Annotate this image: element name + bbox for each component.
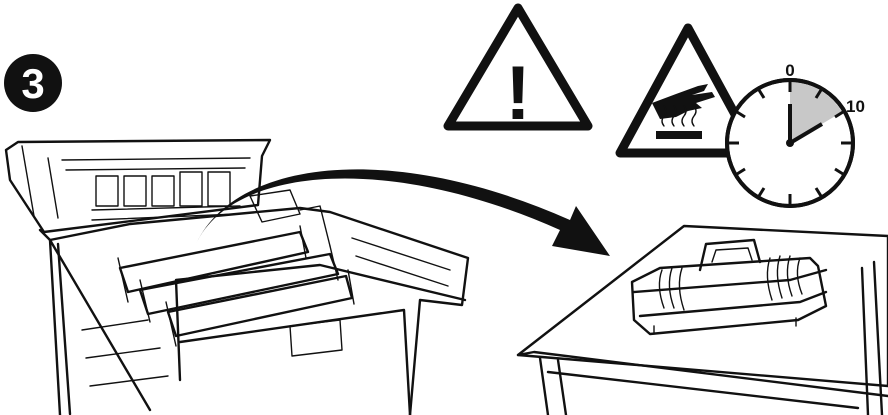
timer-start-label: 0 bbox=[785, 61, 794, 80]
printer-cartridges bbox=[118, 226, 354, 346]
fuser-gears bbox=[92, 172, 240, 220]
clock-icon: 0 10 bbox=[727, 61, 865, 206]
timer-end-label: 10 bbox=[846, 97, 865, 116]
drum-cartridge-illustration bbox=[632, 240, 826, 334]
step-badge-icon: 3 bbox=[4, 54, 62, 112]
general-warning-icon: ! bbox=[448, 8, 588, 136]
warning-symbol: ! bbox=[505, 51, 530, 136]
step-number: 3 bbox=[21, 60, 44, 107]
